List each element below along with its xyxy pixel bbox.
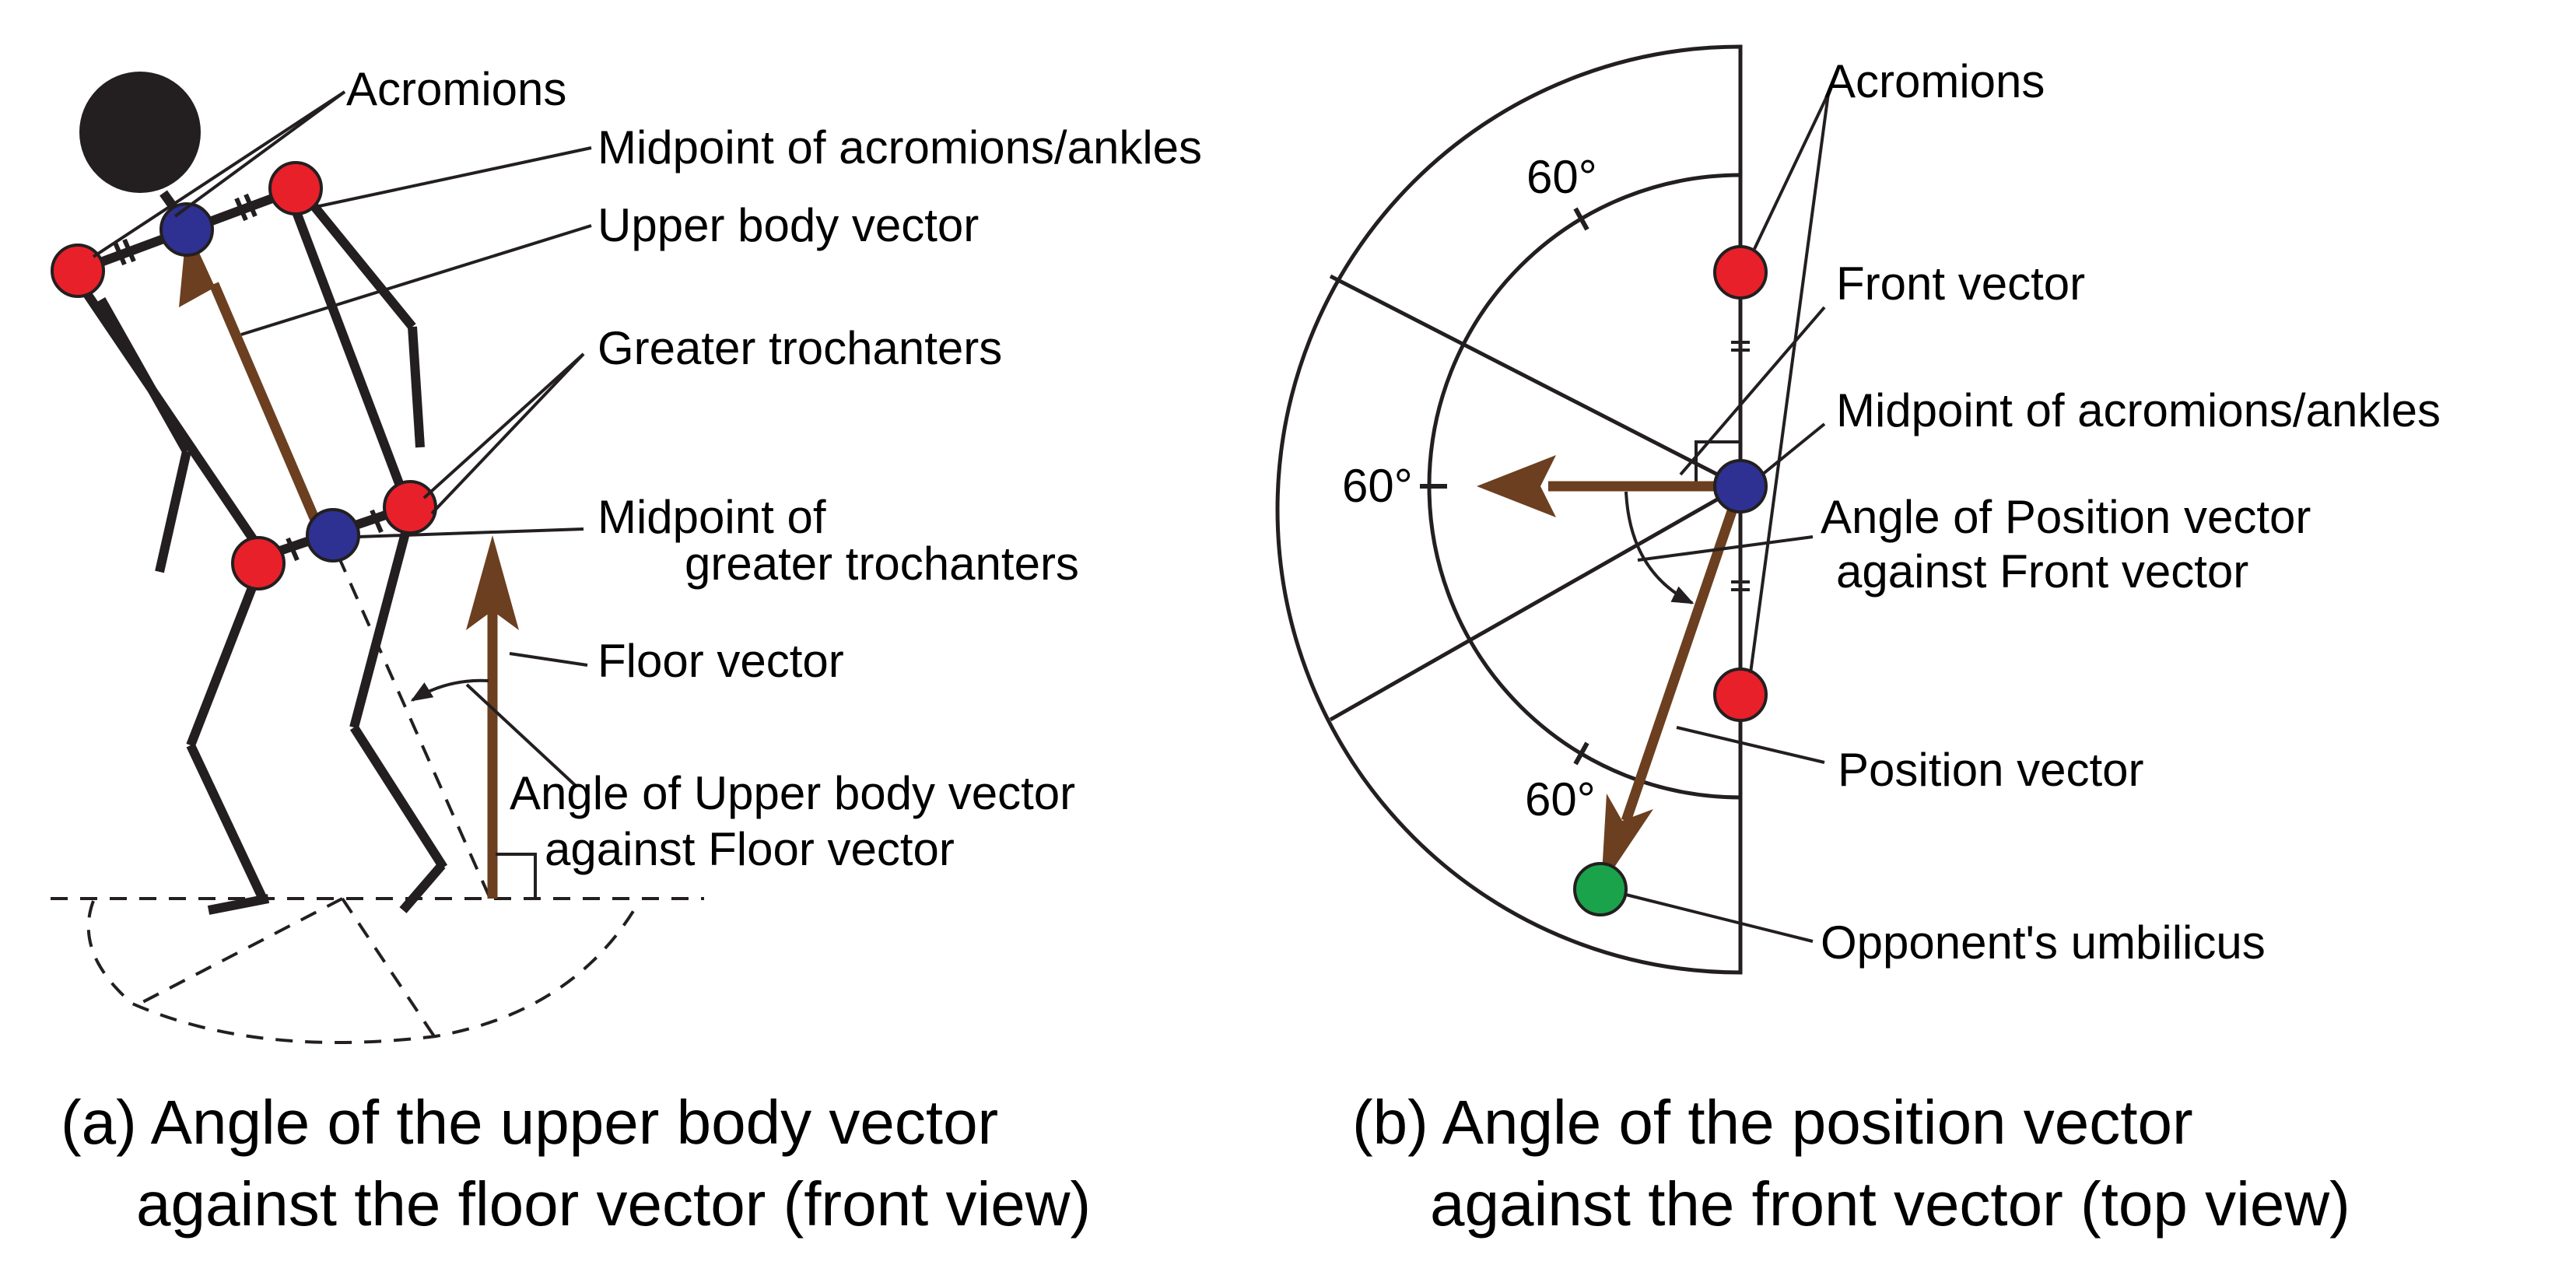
arc-ticks: [1420, 207, 1589, 766]
right-angle-marker-a: [496, 853, 537, 899]
midpoint-acromions-label: Midpoint of acromions/ankles: [598, 121, 1202, 173]
outer-half-circle: [1275, 44, 1743, 975]
labels-b: Acromions Front vector Midpoint of acrom…: [1342, 55, 2441, 969]
position-vector-arrow: [1601, 484, 1746, 887]
floor-reference-dashed: [51, 555, 704, 1044]
acromions-label: Acromions: [346, 63, 566, 115]
acromion-top-marker: [1713, 245, 1768, 300]
caption-a-line2: against the floor vector (front view): [136, 1169, 1091, 1239]
equal-ticks-b: [1731, 341, 1750, 591]
angle-60-middle: 60°: [1342, 460, 1413, 512]
acromion-bottom-marker: [1713, 668, 1768, 722]
angle-label-b-line2: against Front vector: [1836, 545, 2248, 597]
panel-a-front-view: Acromions Midpoint of acromions/ankles U…: [51, 63, 1202, 1239]
trochanter-midpoint-marker: [306, 508, 360, 562]
angle-arc-a: [410, 678, 489, 702]
acromion-midpoint-marker: [159, 202, 214, 257]
upper-body-vector-arrow: [179, 226, 324, 531]
leader-lines-a: [92, 90, 592, 787]
acromion-left-marker: [51, 244, 105, 298]
acromion-right-marker: [268, 161, 323, 216]
angle-60-bottom: 60°: [1525, 773, 1596, 825]
angle-label-a-line2: against Floor vector: [545, 823, 955, 875]
caption-b-line2: against the front vector (top view): [1430, 1169, 2350, 1239]
angle-60-top: 60°: [1526, 151, 1597, 203]
opponent-umbilicus-marker: [1573, 862, 1628, 916]
markers-b: [1573, 245, 1768, 916]
panel-b-top-view: Acromions Front vector Midpoint of acrom…: [1275, 44, 2441, 1239]
angle-label-b-line1: Angle of Position vector: [1821, 491, 2311, 543]
midpoint-acromions-label-b: Midpoint of acromions/ankles: [1836, 384, 2441, 436]
acromions-label-b: Acromions: [1824, 55, 2045, 107]
head: [79, 72, 201, 193]
floor-vector-arrow: [466, 535, 519, 899]
upper-body-vector-label: Upper body vector: [598, 199, 979, 251]
markers-a: [51, 161, 437, 590]
equal-ticks-a: [113, 193, 384, 562]
sector-lines: [1329, 274, 1742, 722]
greater-trochanters-label: Greater trochanters: [598, 322, 1002, 374]
angle-label-a-line1: Angle of Upper body vector: [510, 767, 1075, 819]
right-angle-marker-b: [1695, 440, 1740, 486]
labels-a: Acromions Midpoint of acromions/ankles U…: [346, 63, 1202, 875]
floor-vector-label: Floor vector: [598, 635, 844, 687]
opponent-umbilicus-label: Opponent's umbilicus: [1821, 916, 2266, 969]
leader-lines-b: [1625, 93, 1830, 943]
midpoint-trochanters-label-line1: Midpoint of: [598, 491, 826, 543]
midpoint-trochanters-label-line2: greater trochanters: [685, 538, 1079, 590]
caption-a-line1: (a) Angle of the upper body vector: [61, 1088, 998, 1157]
front-vector-label: Front vector: [1836, 258, 2085, 310]
trochanter-left-marker: [231, 536, 286, 590]
trochanter-right-marker: [383, 480, 437, 534]
front-vector-arrow: [1477, 455, 1740, 517]
position-vector-label: Position vector: [1838, 744, 2144, 796]
acromion-midpoint-marker-b: [1713, 459, 1768, 513]
caption-b-line1: (b) Angle of the position vector: [1352, 1088, 2193, 1157]
